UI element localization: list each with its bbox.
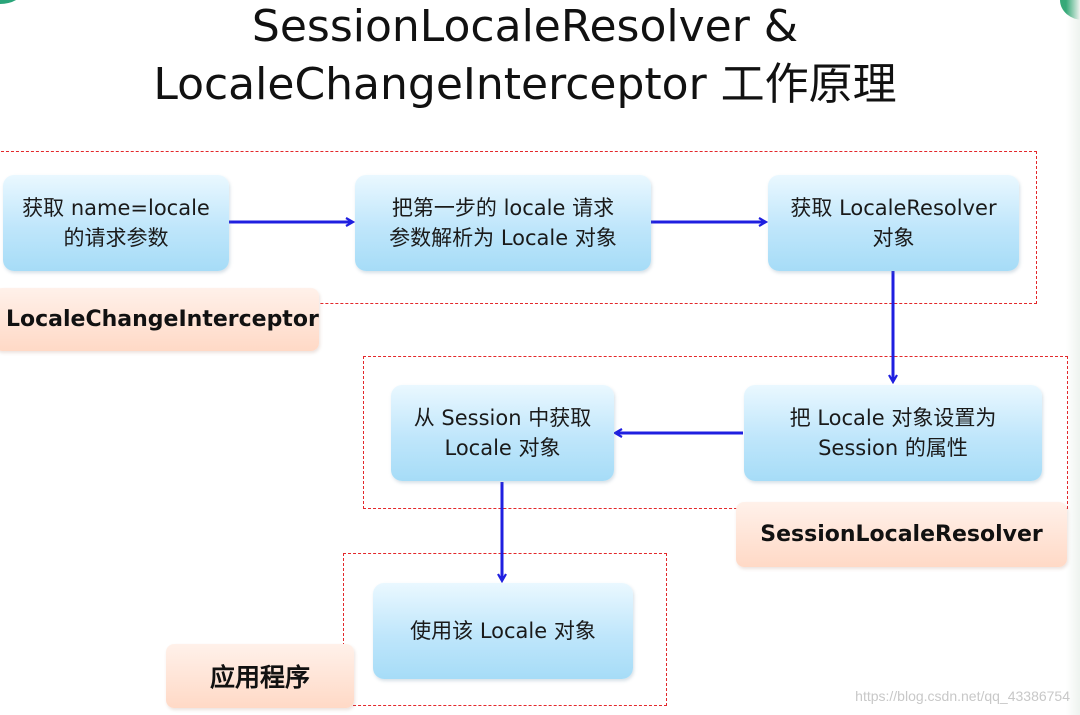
step-get-from-session-line1: 从 Session 中获取 (413, 406, 592, 430)
diagram-title-line2: LocaleChangeInterceptor 工作原理 (153, 59, 897, 110)
step-get-param-line1: 获取 name=locale (22, 196, 210, 220)
watermark: https://blog.csdn.net/qq_43386754 (855, 688, 1070, 704)
step-set-session-line2: Session 的属性 (818, 436, 968, 460)
step-parse-locale: 把第一步的 locale 请求 参数解析为 Locale 对象 (355, 175, 651, 271)
application-label: 应用程序 (166, 644, 354, 708)
step-parse-locale-line2: 参数解析为 Locale 对象 (389, 226, 617, 250)
application-group (343, 553, 667, 706)
interceptor-group (0, 151, 1037, 304)
step-get-resolver-line2: 对象 (872, 226, 915, 250)
step-set-session: 把 Locale 对象设置为 Session 的属性 (744, 385, 1042, 481)
step-get-param: 获取 name=locale 的请求参数 (3, 175, 229, 271)
step-get-from-session: 从 Session 中获取 Locale 对象 (391, 385, 614, 481)
resolver-group (363, 356, 1068, 509)
step-get-param-line2: 的请求参数 (63, 226, 169, 250)
resolver-label: SessionLocaleResolver (736, 502, 1067, 567)
step-get-from-session-line2: Locale 对象 (444, 436, 561, 460)
diagram-title-line1: SessionLocaleResolver & (251, 1, 799, 52)
step-set-session-line1: 把 Locale 对象设置为 (789, 406, 997, 430)
step-parse-locale-line1: 把第一步的 locale 请求 (391, 196, 615, 220)
step-get-resolver-line1: 获取 LocaleResolver (790, 196, 997, 220)
step-use-locale: 使用该 Locale 对象 (373, 583, 633, 679)
step-use-locale-line1: 使用该 Locale 对象 (410, 619, 596, 643)
interceptor-label: LocaleChangeInterceptor (0, 288, 319, 351)
step-get-resolver: 获取 LocaleResolver 对象 (768, 175, 1019, 271)
edge-shade (1066, 0, 1080, 715)
corner-decoration (0, 0, 22, 4)
